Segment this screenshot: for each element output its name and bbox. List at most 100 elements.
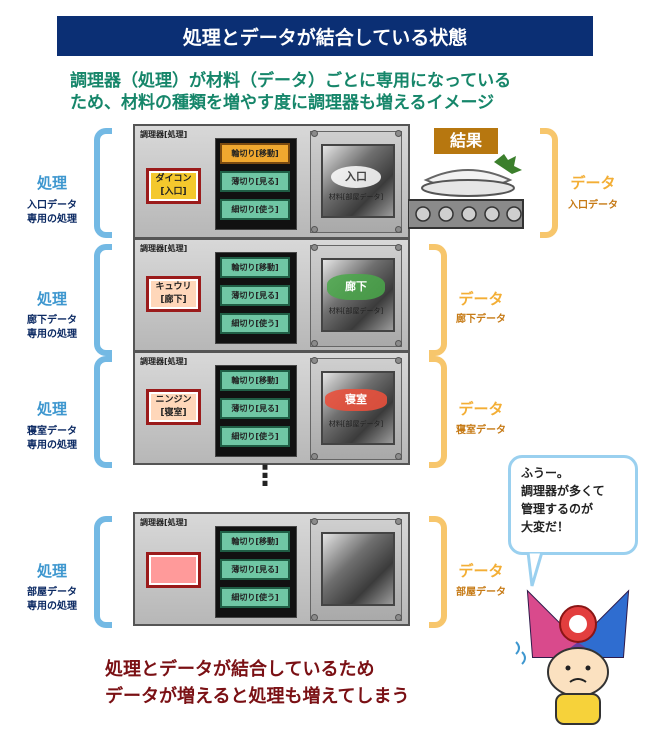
display-screen: 入口 材料[部屋データ] [310, 131, 402, 233]
speech-bubble: ふうー。 調理器が多くて 管理するのが 大変だ！ [508, 455, 638, 555]
data-brace [429, 516, 447, 628]
rivet [311, 614, 318, 621]
button-column: 輪切り[移動] 薄切り[見る] 細切り[使う] [215, 365, 297, 457]
ingredient-slice: 入口 [331, 166, 381, 188]
ingredient-label: ニンジン [寝室] [155, 395, 192, 418]
process-brace [94, 244, 112, 356]
device-tag: 調理器[処理] [140, 357, 188, 366]
conveyor-with-plate [408, 154, 524, 229]
cooker-panel: 調理器[処理] 輪切り[移動] 薄切り[見る] 細切り[使う] [133, 512, 410, 626]
data-sub: 廊下データ [456, 314, 506, 325]
ingredient-label: ダイコン [入口] [155, 174, 192, 197]
process-sub-2: 専用の処理 [27, 329, 77, 340]
cut-round-button[interactable]: 輪切り[移動] [220, 257, 290, 278]
display-screen: 廊下 材料[部屋データ] [310, 245, 402, 347]
screen-caption: 材料[部屋データ] [328, 307, 384, 315]
data-sub: 部屋データ [456, 587, 506, 598]
rivet [311, 518, 318, 525]
process-brace [94, 128, 112, 238]
cut-fine-button[interactable]: 細切り[使う] [220, 587, 290, 608]
rivet [311, 226, 318, 233]
screen-caption: 材料[部屋データ] [328, 420, 384, 428]
data-brace [540, 128, 558, 238]
rivet [311, 357, 318, 364]
rivet [395, 614, 402, 621]
rivet [395, 130, 402, 137]
cut-round-button[interactable]: 輪切り[移動] [220, 370, 290, 391]
screen-caption: 材料[部屋データ] [328, 193, 384, 201]
process-label: 処理 [36, 174, 67, 192]
ingredient-label: キュウリ [廊下] [155, 282, 192, 305]
process-label: 処理 [36, 290, 67, 308]
process-sub-1: 入口データ [27, 200, 77, 211]
bubble-tail [526, 552, 544, 587]
cut-thin-button[interactable]: 薄切り[見る] [220, 171, 290, 192]
device-tag: 調理器[処理] [140, 244, 188, 253]
data-sub: 入口データ [568, 200, 618, 211]
rivet [311, 244, 318, 251]
device-tag: 調理器[処理] [140, 130, 188, 139]
rivet [395, 340, 402, 347]
rivet [395, 226, 402, 233]
rivet [311, 340, 318, 347]
page-title: 処理とデータが結合している状態 [57, 16, 593, 56]
bubble-line: 大変だ！ [521, 520, 570, 534]
rivet [395, 518, 402, 525]
ingredient-slice: 寝室 [325, 389, 387, 411]
process-label: 処理 [36, 562, 67, 580]
mascot-character [515, 589, 630, 725]
rivet [311, 130, 318, 137]
display-screen [310, 519, 402, 621]
bubble-line: 管理するのが [521, 502, 594, 516]
caption-line-1: 処理とデータが結合しているため [105, 659, 375, 680]
cooker-panel: 調理器[処理] ニンジン [寝室] 輪切り[移動] 薄切り[見る] 細切り[使う… [133, 351, 410, 465]
cut-thin-button[interactable]: 薄切り[見る] [220, 398, 290, 419]
data-label: データ [570, 174, 616, 192]
ingredient-slice: 廊下 [327, 274, 385, 300]
cut-fine-button[interactable]: 細切り[使う] [220, 426, 290, 447]
process-sub-2: 専用の処理 [27, 601, 77, 612]
data-sub: 寝室データ [456, 425, 506, 436]
rivet [395, 357, 402, 364]
process-sub-1: 寝室データ [27, 426, 77, 437]
ingredient-box [146, 552, 201, 588]
cut-thin-button[interactable]: 薄切り[見る] [220, 559, 290, 580]
rivet [311, 453, 318, 460]
ellipsis: ⋮ [251, 459, 279, 492]
process-sub-1: 部屋データ [27, 587, 77, 598]
data-label: データ [458, 562, 504, 580]
data-brace [429, 356, 447, 468]
display-screen: 寝室 材料[部屋データ] [310, 358, 402, 460]
ingredient-box: ダイコン [入口] [146, 168, 201, 204]
bubble-line: ふうー。 [521, 466, 569, 480]
process-sub-2: 専用の処理 [27, 214, 77, 225]
process-label: 処理 [36, 400, 67, 418]
cooker-panel: 調理器[処理] キュウリ [廊下] 輪切り[移動] 薄切り[見る] 細切り[使う… [133, 238, 410, 352]
ingredient-box: キュウリ [廊下] [146, 276, 201, 312]
process-sub-2: 専用の処理 [27, 440, 77, 451]
cut-round-button[interactable]: 輪切り[移動] [220, 143, 290, 164]
data-brace [429, 244, 447, 356]
cut-fine-button[interactable]: 細切り[使う] [220, 313, 290, 334]
result-badge: 結果 [434, 128, 498, 154]
process-brace [94, 356, 112, 468]
data-label: データ [458, 290, 504, 308]
process-sub-1: 廊下データ [27, 315, 77, 326]
rivet [395, 244, 402, 251]
screen-glass [321, 532, 395, 606]
subtitle-line-2: ため、材料の種類を増やす度に調理器も増えるイメージ [70, 93, 495, 113]
button-column: 輪切り[移動] 薄切り[見る] 細切り[使う] [215, 526, 297, 618]
cut-thin-button[interactable]: 薄切り[見る] [220, 285, 290, 306]
bubble-line: 調理器が多くて [521, 484, 605, 498]
cut-fine-button[interactable]: 細切り[使う] [220, 199, 290, 220]
rivet [395, 453, 402, 460]
cut-round-button[interactable]: 輪切り[移動] [220, 531, 290, 552]
device-tag: 調理器[処理] [140, 518, 188, 527]
button-column: 輪切り[移動] 薄切り[見る] 細切り[使う] [215, 138, 297, 230]
caption-line-2: データが増えると処理も増えてしまう [105, 686, 410, 707]
data-label: データ [458, 400, 504, 418]
process-brace [94, 516, 112, 628]
button-column: 輪切り[移動] 薄切り[見る] 細切り[使う] [215, 252, 297, 344]
subtitle-line-1: 調理器（処理）が材料（データ）ごとに専用になっている [70, 71, 512, 91]
ingredient-box: ニンジン [寝室] [146, 389, 201, 425]
